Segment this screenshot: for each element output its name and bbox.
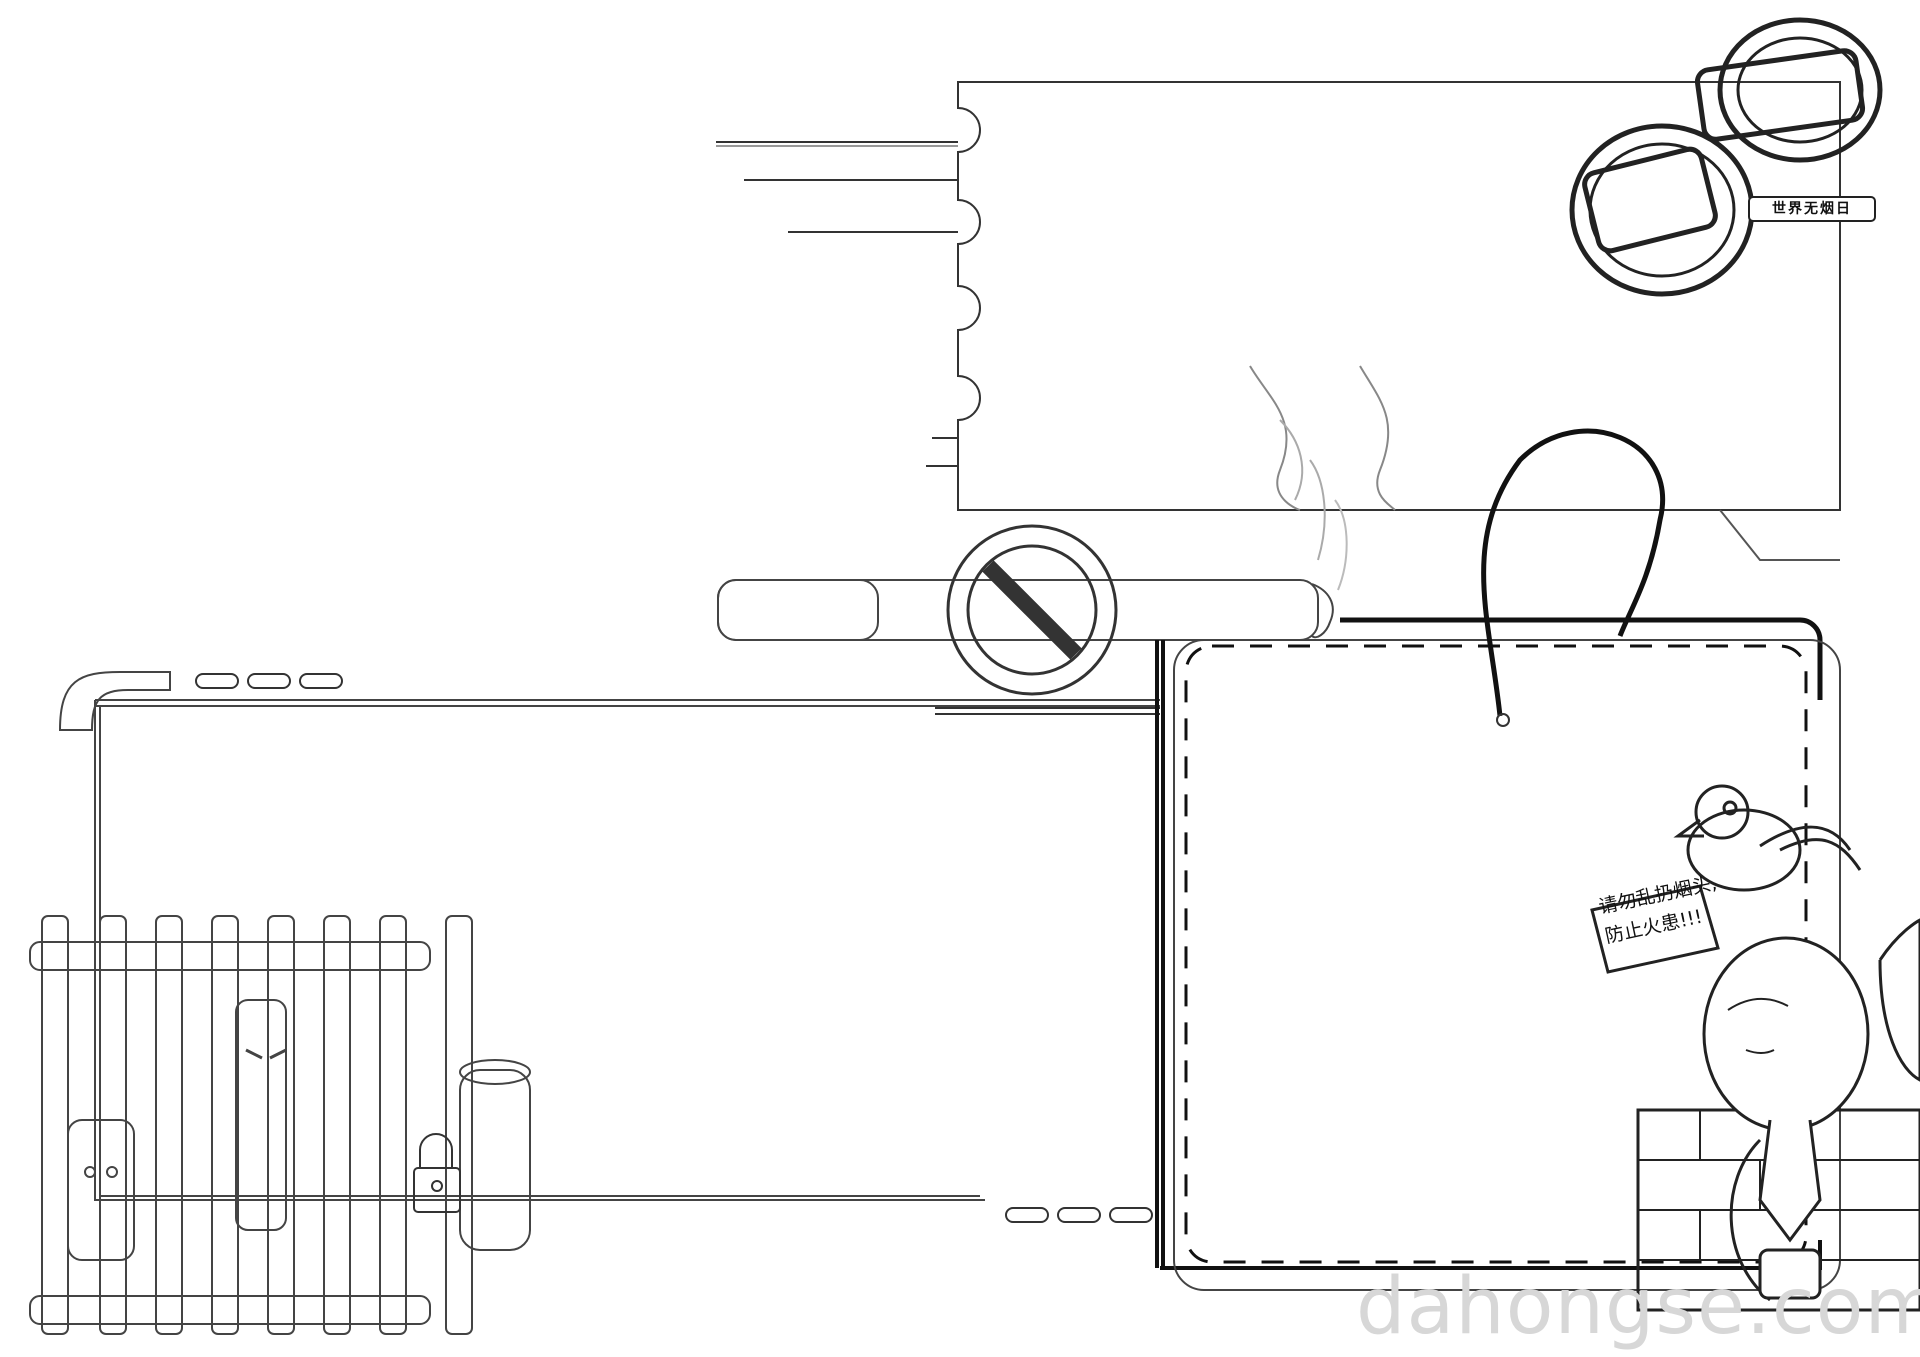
no-smoking-icon [946, 524, 1118, 696]
right-frame [1155, 428, 1841, 1291]
jail-fence [29, 915, 531, 1335]
cigarette-icon [717, 579, 1334, 641]
warning-sign [1590, 884, 1720, 974]
boy-illustration [1636, 918, 1920, 1312]
padlock-icon [413, 1133, 461, 1213]
bird-illustration [1673, 784, 1862, 892]
world-no-tobacco-day-badge: 世界无烟日 [1748, 196, 1876, 222]
watermark: dahongse.com [1356, 1262, 1920, 1352]
left-frame [58, 671, 1160, 1223]
handcuffs-icon [1569, 17, 1883, 297]
top-right-frame [716, 81, 1841, 591]
